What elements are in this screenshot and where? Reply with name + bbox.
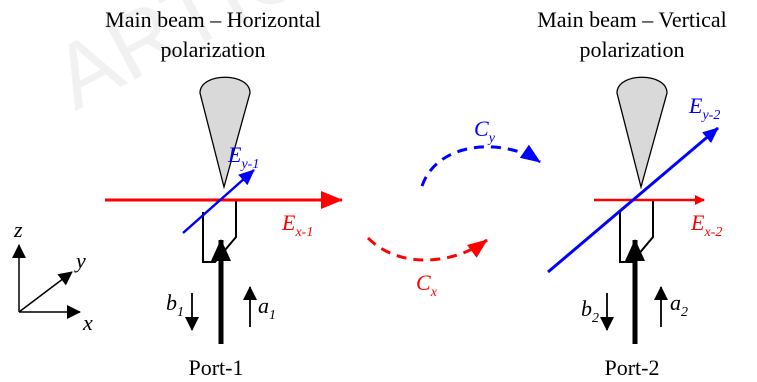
y-axis-label: y — [74, 248, 86, 273]
antenna-feed-left — [202, 200, 237, 263]
main-beam-lobe-left — [199, 76, 251, 190]
left-title-line2: polarization — [160, 37, 265, 62]
a1-label: a1 — [258, 293, 276, 323]
ey2-field-arrow — [547, 126, 719, 274]
cy-coupling-arc — [420, 144, 541, 187]
ex1-label: Ex-1 — [281, 210, 313, 240]
cx-label: Cx — [416, 270, 438, 300]
main-beam-lobe-right — [616, 76, 668, 190]
port-2-label: Port-2 — [605, 355, 660, 380]
port-1-label: Port-1 — [189, 355, 244, 380]
left-title-line1: Main beam – Horizontal — [105, 7, 321, 32]
ey1-field-arrow — [182, 169, 255, 234]
z-axis-label: z — [13, 217, 23, 242]
right-title-line2: polarization — [579, 37, 684, 62]
antenna-feed-right — [619, 200, 654, 263]
ey1-label: Ey-1 — [227, 142, 259, 172]
ey2-label: Ey-2 — [688, 93, 720, 123]
right-title-line1: Main beam – Vertical — [537, 7, 727, 32]
x-axis-label: x — [82, 310, 93, 335]
y-axis-arrow — [18, 271, 73, 313]
b1-label: b1 — [166, 290, 184, 320]
cy-label: Cy — [474, 116, 496, 146]
ex2-label: Ex-2 — [690, 210, 722, 240]
cx-coupling-arc — [366, 236, 488, 262]
b2-label: b2 — [581, 296, 599, 326]
a2-label: a2 — [670, 290, 688, 320]
